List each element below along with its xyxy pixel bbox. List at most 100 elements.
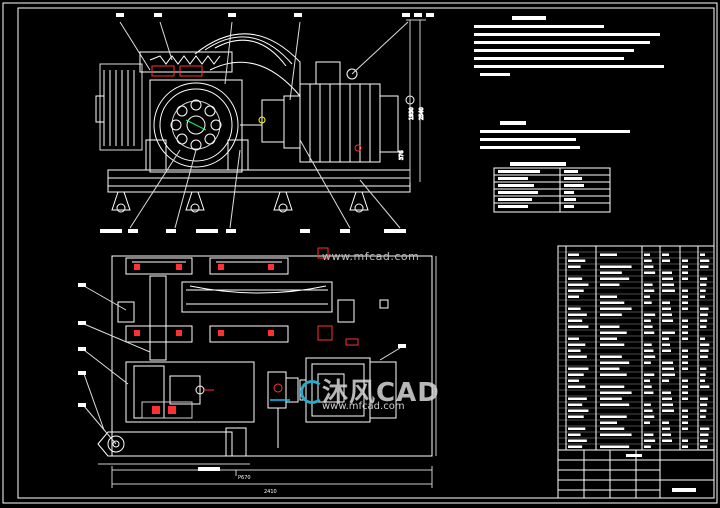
parts-list-cell-mark <box>568 325 589 328</box>
parts-list-cell-mark <box>600 361 630 364</box>
foot-mid-right <box>273 191 293 211</box>
parts-list-cell-mark <box>682 445 688 448</box>
parts-list-cell-mark <box>662 331 675 334</box>
parts-list-cell-mark <box>662 421 669 424</box>
parts-list-cell-mark <box>568 367 589 370</box>
parts-list-cell-mark <box>682 295 688 298</box>
parts-list-cell-mark <box>568 253 579 256</box>
parts-list-cell-mark <box>600 415 627 418</box>
parts-list-cell-mark <box>568 439 587 442</box>
parts-list-cell-mark <box>600 433 632 436</box>
parts-list-cell-mark <box>662 379 669 382</box>
parts-list-cell-mark <box>644 253 650 256</box>
base-frame <box>107 169 411 193</box>
parts-list-cell-mark <box>568 307 581 310</box>
parts-list-cell-mark <box>700 265 709 268</box>
parts-list-cell-mark <box>644 379 650 382</box>
parts-list-cell-mark <box>682 439 688 442</box>
parts-list-cell-mark <box>700 319 708 322</box>
parts-list-cell-mark <box>644 439 656 442</box>
parts-list-cell-mark <box>644 289 655 292</box>
foot-left <box>111 191 131 211</box>
parts-list-cell-mark <box>568 445 583 448</box>
parts-list-cell-mark <box>644 319 651 322</box>
parts-list-cell-mark <box>600 373 627 376</box>
parts-list-cell-mark <box>600 265 632 268</box>
parts-list-cell-mark <box>662 391 671 394</box>
parts-list-cell-mark <box>700 325 707 328</box>
parts-list-cell-mark <box>682 379 688 382</box>
parts-list-cell-mark <box>662 409 674 412</box>
parts-list-cell-mark <box>600 277 630 280</box>
color-accent-marks <box>185 116 290 401</box>
parts-list-cell-mark <box>700 373 706 376</box>
parts-list-cell-mark <box>644 373 655 376</box>
arc-guard <box>194 33 301 98</box>
front-elevation-view: 1930 2540 376 <box>95 19 426 229</box>
parts-list-cell-mark <box>568 397 587 400</box>
parts-list-cell-mark <box>662 307 671 310</box>
parts-list-cell-mark <box>662 319 673 322</box>
parts-list-cell-mark <box>700 343 710 346</box>
parts-list-cell-mark <box>644 409 653 412</box>
parts-list-cell-mark <box>682 361 688 364</box>
parts-list-cell-mark <box>682 397 688 400</box>
watermark-logo-icon <box>300 380 324 404</box>
parts-list-cell-mark <box>700 367 707 370</box>
parts-list-cell-mark <box>568 433 581 436</box>
parts-list-cell-mark <box>662 271 672 274</box>
parts-list-cell-mark <box>662 337 669 340</box>
parts-list-cell-mark <box>568 409 589 412</box>
parts-list-cell-mark <box>682 325 688 328</box>
parts-list-cell-mark <box>644 325 653 328</box>
parts-list-cell-mark <box>700 409 707 412</box>
parts-list-cell-mark <box>662 367 674 370</box>
terminal-box <box>315 61 341 85</box>
parts-list-cell-mark <box>662 439 672 442</box>
parts-list-cell-mark <box>644 415 655 418</box>
parts-list-cell-mark <box>662 301 670 304</box>
parts-list-cell-mark <box>700 349 709 352</box>
parts-list-cell-mark <box>682 409 688 412</box>
parts-list-cell-mark <box>682 331 688 334</box>
parts-list-cell-mark <box>682 415 688 418</box>
parts-list-cell-mark <box>700 445 708 448</box>
parts-list-cell-mark <box>644 295 650 298</box>
parts-list-cell-mark <box>682 385 688 388</box>
parts-list-cell-mark <box>662 349 671 352</box>
parts-list-cell-mark <box>662 397 672 400</box>
parts-list-cell-mark <box>600 385 625 388</box>
technical-requirements-notes <box>474 16 664 76</box>
parts-list-cell-mark <box>568 277 583 280</box>
parts-list-cell-mark <box>644 391 654 394</box>
svg-text:2540: 2540 <box>419 107 425 120</box>
front-view-part-callouts <box>100 13 434 233</box>
parts-list-cell-mark <box>700 289 706 292</box>
parts-list-cell-mark <box>644 283 653 286</box>
parts-list-cell-mark <box>682 349 688 352</box>
plan-view-part-callouts <box>78 283 406 471</box>
parts-list-cell-mark <box>644 301 652 304</box>
parts-list-cell-mark <box>644 271 656 274</box>
parts-list-cell-mark <box>644 385 652 388</box>
parts-list-cell-mark <box>700 397 708 400</box>
parts-list-cell-mark <box>662 427 670 430</box>
parts-list-cell-mark <box>700 439 708 442</box>
parts-list-cell-mark <box>568 427 586 430</box>
crank-arm <box>97 431 233 457</box>
parts-list-cell-mark <box>600 325 620 328</box>
parts-list-cell-mark <box>568 319 583 322</box>
parts-list-cell-mark <box>700 307 709 310</box>
parts-list-cell-mark <box>644 349 654 352</box>
foot-right <box>349 191 369 211</box>
parts-list-cell-mark <box>644 265 654 268</box>
parts-list-cell-mark <box>568 289 584 292</box>
parts-list-cell-mark <box>644 331 655 334</box>
parts-list-cell-mark <box>600 331 627 334</box>
parts-list-cell-mark <box>700 379 705 382</box>
plan-view <box>83 247 437 488</box>
spring-linkage <box>149 55 221 65</box>
reference-standards-notes <box>480 121 630 149</box>
parts-list-cell-mark <box>644 445 651 448</box>
